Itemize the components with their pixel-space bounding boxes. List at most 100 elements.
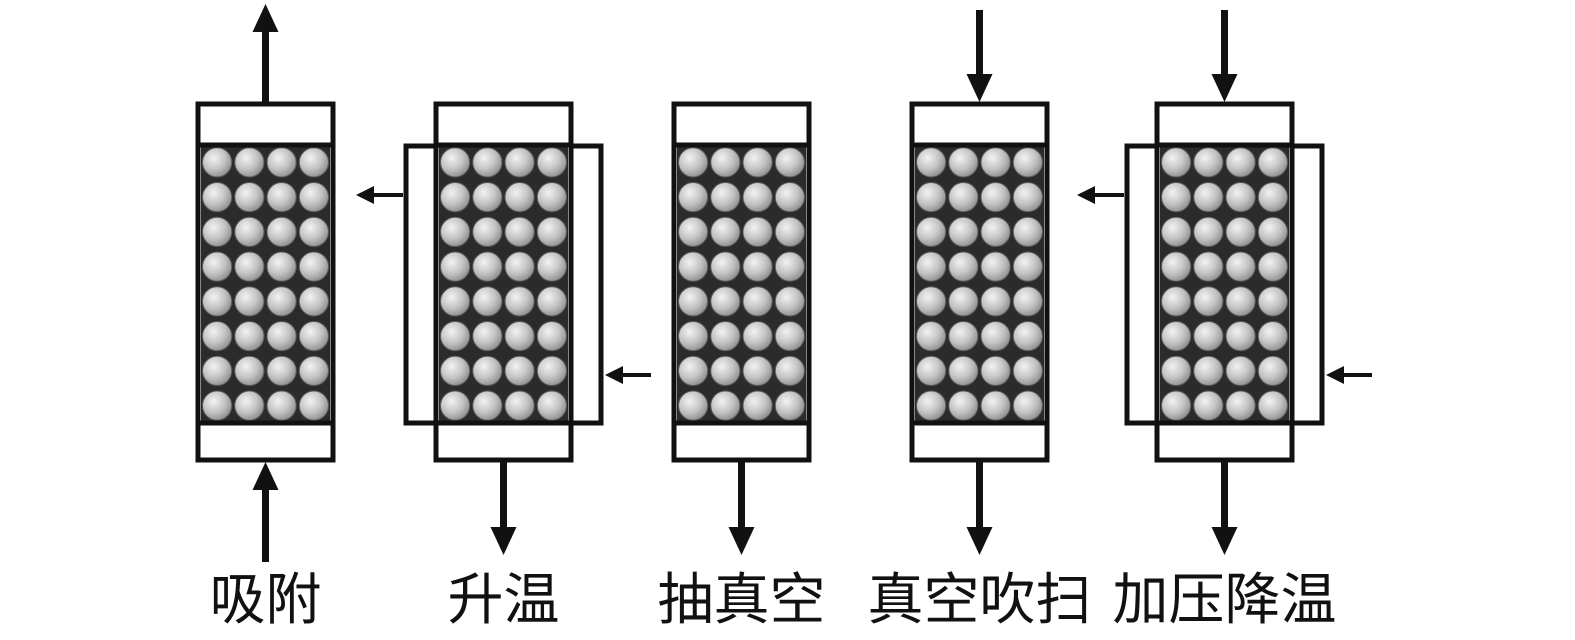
adsorbent-particle (1225, 147, 1256, 178)
adsorbent-particle (980, 251, 1011, 282)
adsorbent-particle (266, 286, 297, 317)
adsorbent-particle (504, 147, 535, 178)
adsorbent-particle (1225, 251, 1256, 282)
adsorbent-particle (1257, 182, 1288, 213)
adsorbent-particle (266, 147, 297, 178)
adsorbent-particle (440, 251, 471, 282)
adsorbent-particle (1012, 147, 1043, 178)
adsorbent-particle (298, 355, 329, 386)
adsorbent-particle (678, 390, 709, 421)
adsorbent-particle (234, 216, 265, 247)
adsorbent-particle (1257, 251, 1288, 282)
bottom-outlet-arrow (1211, 462, 1238, 555)
adsorbent-particle (1161, 182, 1192, 213)
adsorbent-particle (298, 390, 329, 421)
adsorbent-particle (948, 251, 979, 282)
adsorbent-particle (1161, 147, 1192, 178)
adsorbent-particle (710, 182, 741, 213)
adsorbent-particle (266, 390, 297, 421)
adsorbent-particle (536, 147, 567, 178)
adsorbent-particle (266, 251, 297, 282)
bottom-inlet-arrow (252, 462, 279, 562)
adsorbent-particle (1012, 390, 1043, 421)
adsorbent-particle (1225, 390, 1256, 421)
adsorbent-particle (472, 390, 503, 421)
adsorbent-particle (1161, 216, 1192, 247)
adsorbent-particle (202, 182, 233, 213)
adsorbent-particle (472, 286, 503, 317)
stage-label: 抽真空 (657, 568, 826, 633)
adsorbent-particle (440, 147, 471, 178)
jacket-inlet-arrow (1326, 366, 1372, 384)
adsorbent-particle (678, 355, 709, 386)
adsorbent-particle (536, 251, 567, 282)
stage-label: 吸附 (209, 568, 322, 633)
adsorbent-particle (266, 216, 297, 247)
adsorbent-particle (980, 182, 1011, 213)
jacket-outlet-arrow (356, 186, 403, 204)
adsorbent-particle (1225, 182, 1256, 213)
adsorbent-particle (1193, 147, 1224, 178)
adsorbent-particle (504, 286, 535, 317)
adsorbent-particle (948, 182, 979, 213)
adsorbent-particle (710, 355, 741, 386)
adsorbent-particle (1161, 251, 1192, 282)
adsorbent-bed (1160, 145, 1289, 423)
adsorbent-particle (234, 321, 265, 352)
adsorbent-particle (710, 321, 741, 352)
adsorbent-particle (916, 286, 947, 317)
adsorbent-particle (948, 216, 979, 247)
adsorbent-particle (916, 355, 947, 386)
adsorbent-particle (472, 216, 503, 247)
adsorbent-particle (298, 216, 329, 247)
stage-column-2 (356, 101, 651, 555)
stage-column-4 (909, 10, 1050, 555)
adsorbent-particle (504, 182, 535, 213)
adsorbent-bed (201, 145, 330, 423)
adsorbent-particle (678, 286, 709, 317)
adsorbent-particle (1193, 321, 1224, 352)
adsorbent-particle (202, 355, 233, 386)
adsorbent-particle (742, 182, 773, 213)
stage-label: 真空吹扫 (867, 568, 1092, 633)
adsorbent-particle (948, 147, 979, 178)
jacket-outlet-arrow (1077, 186, 1124, 204)
adsorbent-particle (1257, 286, 1288, 317)
stage-label: 加压降温 (1112, 568, 1337, 633)
adsorbent-particle (742, 251, 773, 282)
adsorbent-particle (916, 182, 947, 213)
bottom-outlet-arrow (490, 462, 517, 555)
adsorbent-particle (980, 355, 1011, 386)
adsorbent-particle (1012, 251, 1043, 282)
adsorbent-particle (234, 286, 265, 317)
adsorbent-particle (742, 147, 773, 178)
adsorbent-particle (1161, 321, 1192, 352)
top-inlet-arrow (1211, 10, 1238, 102)
adsorbent-particle (678, 216, 709, 247)
stage-column-5 (1077, 10, 1372, 555)
adsorbent-particle (202, 390, 233, 421)
adsorbent-particle (536, 321, 567, 352)
adsorbent-particle (1225, 355, 1256, 386)
adsorbent-particle (298, 251, 329, 282)
adsorbent-particle (678, 251, 709, 282)
adsorbent-particle (472, 251, 503, 282)
adsorbent-particle (234, 355, 265, 386)
adsorbent-particle (298, 321, 329, 352)
adsorbent-particle (1193, 390, 1224, 421)
adsorbent-particle (536, 286, 567, 317)
adsorbent-particle (710, 147, 741, 178)
adsorbent-particle (202, 147, 233, 178)
adsorbent-particle (1257, 321, 1288, 352)
adsorbent-particle (774, 147, 805, 178)
adsorbent-particle (1161, 355, 1192, 386)
adsorbent-particle (266, 182, 297, 213)
adsorbent-particle (440, 321, 471, 352)
adsorbent-particle (1257, 147, 1288, 178)
adsorbent-particle (536, 390, 567, 421)
adsorbent-particle (742, 321, 773, 352)
adsorbent-particle (916, 147, 947, 178)
adsorbent-particle (980, 286, 1011, 317)
adsorbent-particle (234, 251, 265, 282)
adsorbent-particle (774, 321, 805, 352)
